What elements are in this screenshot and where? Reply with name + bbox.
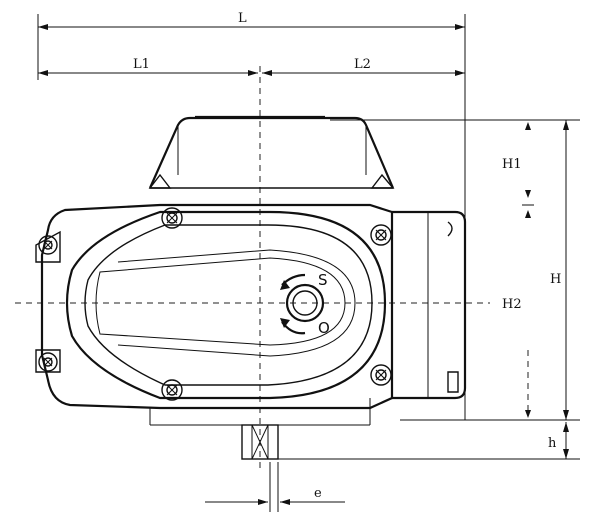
bolt-ear-bottom — [38, 352, 58, 372]
label-h: H — [550, 272, 561, 287]
position-indicator — [280, 273, 325, 335]
bolt-bottom-right — [370, 364, 392, 386]
inner-cover — [65, 210, 387, 400]
main-housing — [35, 203, 467, 426]
center-lines — [15, 66, 490, 470]
top-cover — [148, 115, 395, 189]
bolt-top-right — [370, 224, 392, 246]
label-h2: H2 — [502, 297, 522, 312]
bolt-bottom-left — [161, 379, 183, 401]
indicator-shut-label: S — [318, 271, 328, 289]
label-h-small: h — [548, 436, 557, 451]
bolt-top-left — [161, 207, 183, 229]
label-l2: L2 — [354, 57, 371, 72]
bolt-ear-top — [38, 235, 58, 255]
indicator-open-label: O — [318, 319, 330, 337]
label-l1: L1 — [133, 57, 150, 72]
output-shaft — [241, 424, 279, 460]
dimension-lines — [37, 14, 580, 512]
label-h1: H1 — [502, 157, 522, 172]
label-l: L — [238, 11, 247, 26]
label-e: e — [314, 486, 322, 501]
